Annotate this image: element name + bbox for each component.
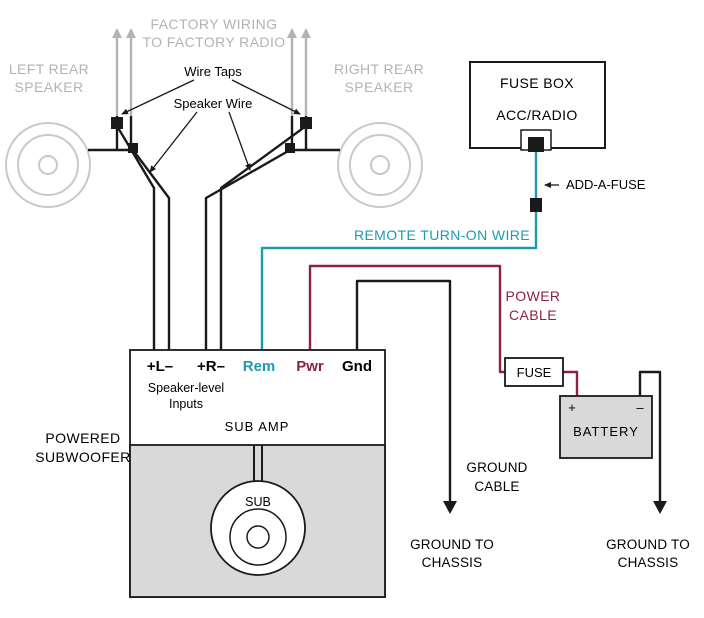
- right-minus-speaker-wire: [204, 148, 291, 350]
- wire-tap-connectors: [111, 117, 542, 212]
- wire-taps-label: Wire Taps: [184, 64, 242, 79]
- left-speaker-connector: [128, 143, 138, 153]
- speaker-wire-label: Speaker Wire: [174, 96, 253, 111]
- terminal-ground: Gnd: [342, 358, 372, 375]
- ground-to-chassis-amp-label-2: CHASSIS: [422, 555, 483, 570]
- factory-wiring-arrows: [112, 28, 311, 116]
- terminal-right-input: +R–: [197, 358, 225, 375]
- speaker-wire-arrow-right: [228, 111, 251, 171]
- left-plus-speaker-wire: [115, 125, 156, 350]
- speaker-level-inputs-label-1: Speaker-level: [148, 381, 224, 395]
- inline-fuse-label: FUSE: [517, 365, 552, 380]
- power-cable-label-1: POWER: [506, 288, 561, 304]
- ground-cable-label-2: CABLE: [474, 479, 519, 494]
- amp-terminals: +L– +R– Rem Pwr Gnd: [147, 358, 372, 375]
- add-a-fuse-label: ADD-A-FUSE: [566, 177, 646, 192]
- right-plus-speaker-wire: [219, 125, 307, 350]
- right-speaker-connector: [285, 143, 295, 153]
- ground-to-chassis-battery-label-2: CHASSIS: [618, 555, 679, 570]
- terminal-remote: Rem: [243, 358, 276, 375]
- inline-fuse-outline: [504, 357, 564, 387]
- left-rear-speaker-icon: [5, 122, 91, 208]
- factory-wiring-label-1: FACTORY WIRING: [151, 16, 278, 32]
- left-rear-speaker-label-2: SPEAKER: [15, 79, 84, 95]
- sub-amp-title: SUB AMP: [225, 419, 290, 434]
- remote-turn-on-wire: [260, 152, 538, 350]
- speaker-wires: [88, 116, 340, 350]
- fuse-box-circuit-label: ACC/RADIO: [496, 107, 577, 123]
- powered-subwoofer-label-1: POWERED: [45, 430, 120, 446]
- battery-outline: [559, 395, 653, 459]
- ground-wires: [355, 279, 667, 514]
- powered-subwoofer-label-2: SUBWOOFER: [35, 449, 130, 465]
- terminal-left-input: +L–: [147, 358, 173, 375]
- battery-negative-terminal: –: [636, 400, 644, 415]
- add-a-fuse-connector: [528, 137, 544, 152]
- wire-tap-arrow-right: [231, 79, 301, 115]
- battery: + – BATTERY: [559, 395, 653, 459]
- speaker-wire-arrow-left: [149, 111, 198, 173]
- left-wire-tap: [111, 117, 123, 129]
- speaker-level-inputs-label-2: Inputs: [169, 397, 203, 411]
- right-rear-speaker-icon: [337, 122, 423, 208]
- power-cable-label-2: CABLE: [509, 307, 557, 323]
- right-rear-speaker-label-2: SPEAKER: [345, 79, 414, 95]
- subwoofer-icon: [210, 480, 306, 576]
- factory-wiring-label-2: TO FACTORY RADIO: [142, 34, 285, 50]
- battery-label: BATTERY: [573, 424, 639, 439]
- ground-cable-label-1: GROUND: [466, 460, 527, 475]
- fuse-box-title: FUSE BOX: [500, 75, 574, 91]
- left-rear-speaker-label-1: LEFT REAR: [9, 61, 89, 77]
- power-cable-wire: [308, 264, 579, 396]
- annotation-arrows: [121, 79, 559, 188]
- powered-subwoofer-box: SUB +L– +R– Rem Pwr Gnd Speaker-level In…: [129, 349, 386, 598]
- battery-ground-wire: [638, 370, 667, 514]
- remote-turn-on-label: REMOTE TURN-ON WIRE: [354, 227, 530, 243]
- right-rear-speaker-label-1: RIGHT REAR: [334, 61, 424, 77]
- inline-fuse: FUSE: [504, 357, 564, 387]
- ground-to-chassis-battery-label-1: GROUND TO: [606, 537, 690, 552]
- remote-wire-connector: [530, 198, 542, 212]
- wire-tap-arrow-left: [121, 79, 195, 115]
- left-minus-speaker-wire: [132, 149, 171, 350]
- sub-label: SUB: [245, 495, 271, 509]
- terminal-power: Pwr: [296, 358, 324, 375]
- ground-to-chassis-amp-label-1: GROUND TO: [410, 537, 494, 552]
- factory-labels: FACTORY WIRING TO FACTORY RADIO LEFT REA…: [9, 16, 424, 95]
- fuse-box: FUSE BOX ACC/RADIO: [469, 61, 606, 152]
- right-wire-tap: [300, 117, 312, 129]
- amp-ground-wire: [355, 279, 457, 514]
- battery-positive-terminal: +: [568, 400, 576, 415]
